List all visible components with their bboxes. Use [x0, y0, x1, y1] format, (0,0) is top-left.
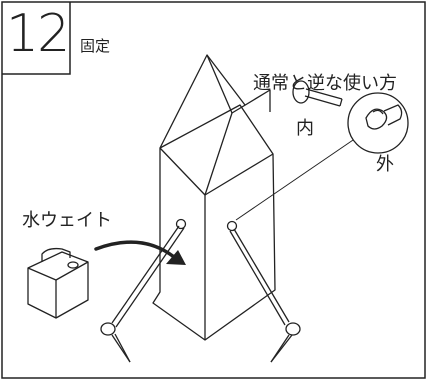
detail-pointer-line [235, 137, 357, 221]
inside-label: 内 [296, 118, 314, 139]
peg-inner-detail [292, 80, 343, 107]
step-title: 固定 [80, 37, 111, 55]
water-weight-label: 水ウェイト [22, 210, 112, 231]
peg-outer-detail [347, 92, 409, 154]
column-post [152, 54, 276, 341]
water-tank [27, 247, 89, 319]
stake-right [226, 220, 301, 363]
outside-label: 外 [376, 154, 394, 175]
step-number: 12 [6, 4, 70, 64]
arrow-to-column [94, 240, 176, 259]
arrow-head [166, 250, 186, 265]
reverse-usage-note: 通常と逆な使い方 [253, 73, 397, 94]
step-number-box [2, 2, 71, 75]
stake-left [100, 218, 187, 363]
